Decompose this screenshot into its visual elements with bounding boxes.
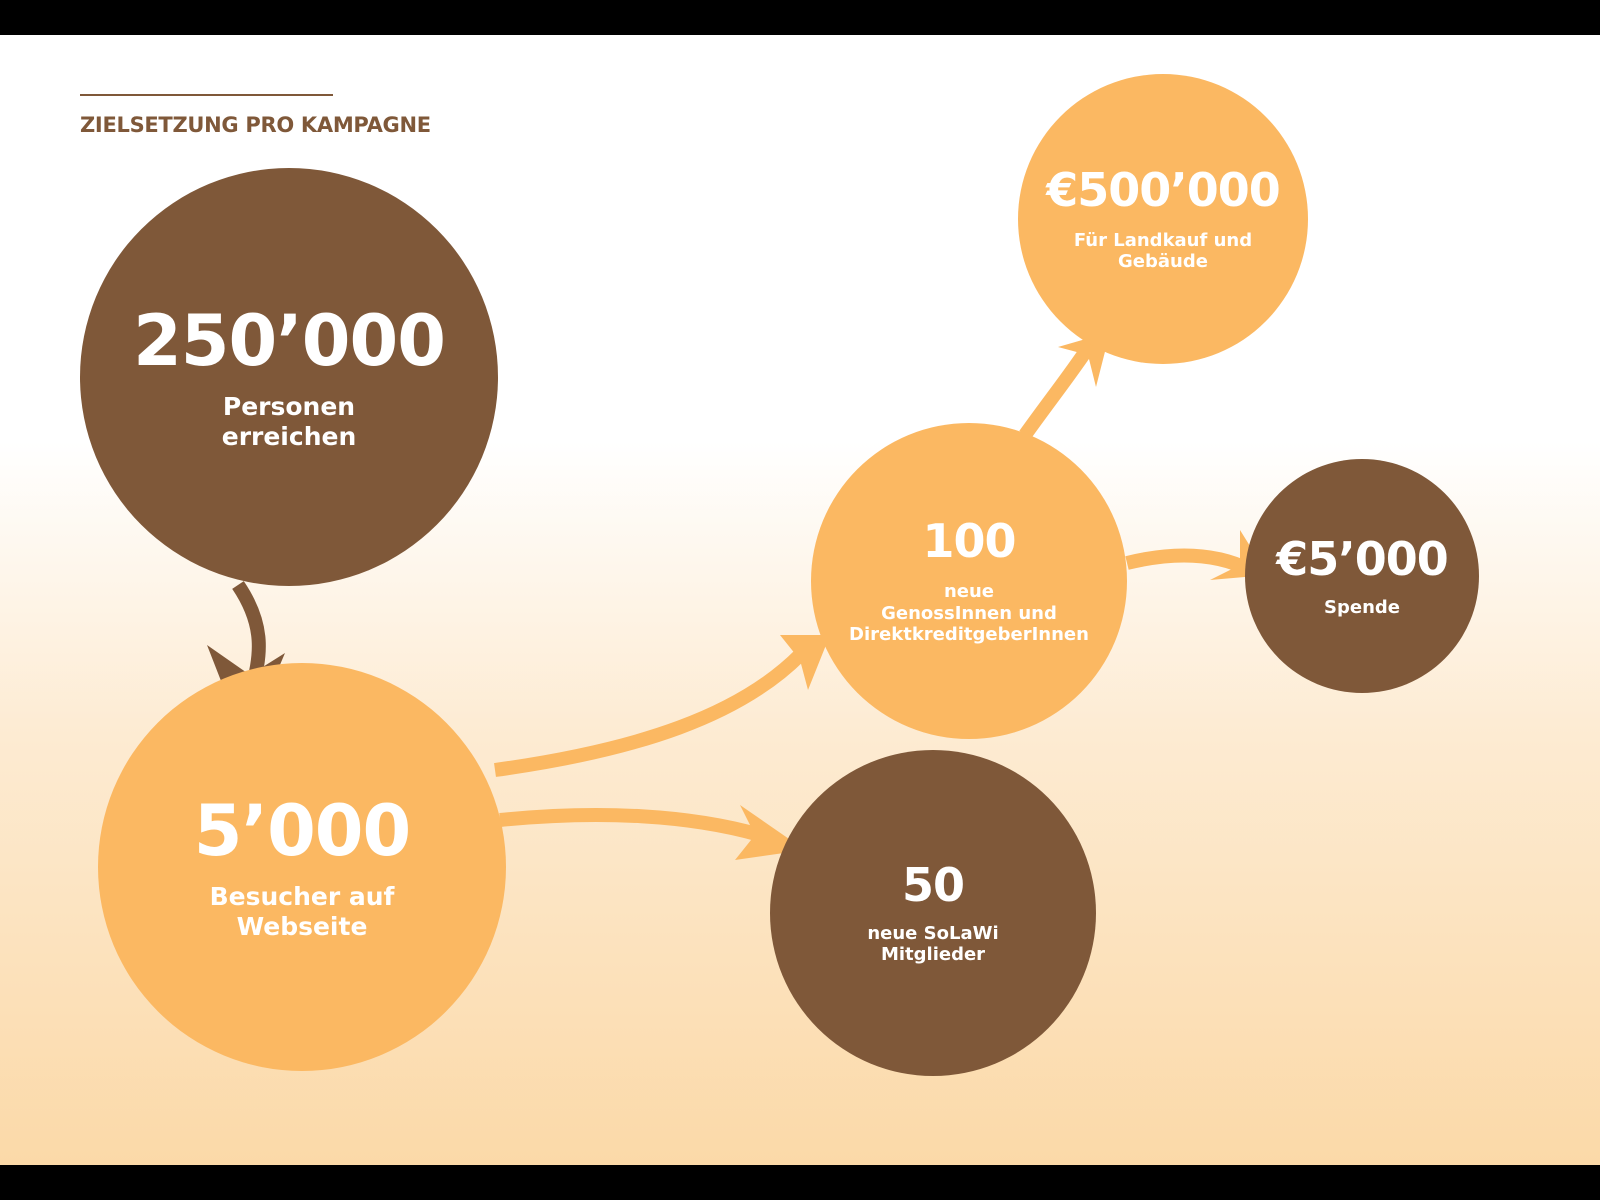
node-donation: €5’000 Spende bbox=[1245, 459, 1479, 693]
node-land: €500’000 Für Landkauf und Gebäude bbox=[1018, 74, 1308, 364]
page-title: ZIELSETZUNG PRO KAMPAGNE bbox=[80, 113, 431, 137]
node-members-label: DirektkreditgeberInnen bbox=[849, 624, 1089, 646]
node-solawi-label: neue SoLaWi bbox=[867, 922, 999, 944]
node-visitors-value: 5’000 bbox=[193, 789, 411, 872]
title-rule bbox=[80, 94, 333, 96]
node-visitors: 5’000 Besucher auf Webseite bbox=[98, 663, 506, 1071]
node-reach-label: Personen bbox=[222, 391, 356, 421]
node-solawi: 50 neue SoLaWi Mitglieder bbox=[770, 750, 1096, 1076]
node-donation-label: Spende bbox=[1324, 596, 1400, 618]
arrow-members-to-land bbox=[1019, 341, 1096, 440]
node-members-label: GenossInnen und bbox=[881, 602, 1057, 624]
node-land-value: €500’000 bbox=[1046, 163, 1281, 218]
node-reach-value: 250’000 bbox=[133, 299, 446, 382]
node-members: 100 neue GenossInnen und Direktkreditgeb… bbox=[811, 423, 1127, 739]
node-land-label: Für Landkauf und bbox=[1073, 229, 1253, 251]
node-reach-label: erreichen bbox=[221, 421, 357, 451]
node-land-label: Gebäude bbox=[1118, 251, 1208, 273]
infographic-canvas: ZIELSETZUNG PRO KAMPAGNE 250’000 Persone… bbox=[0, 35, 1600, 1165]
node-reach: 250’000 Personen erreichen bbox=[80, 168, 498, 586]
node-visitors-label: Besucher auf bbox=[209, 881, 395, 911]
arrow-visitors-to-solawi bbox=[499, 808, 762, 842]
node-solawi-label: Mitglieder bbox=[880, 944, 986, 966]
node-members-value: 100 bbox=[922, 514, 1016, 569]
arrow-head-visitors-to-members bbox=[780, 635, 830, 690]
node-donation-value: €5’000 bbox=[1276, 531, 1449, 586]
arrow-visitors-to-members bbox=[494, 650, 805, 777]
arrow-members-to-donation bbox=[1125, 548, 1254, 577]
node-visitors-label: Webseite bbox=[236, 911, 368, 941]
node-solawi-value: 50 bbox=[901, 858, 965, 913]
node-members-label: neue bbox=[943, 580, 995, 602]
